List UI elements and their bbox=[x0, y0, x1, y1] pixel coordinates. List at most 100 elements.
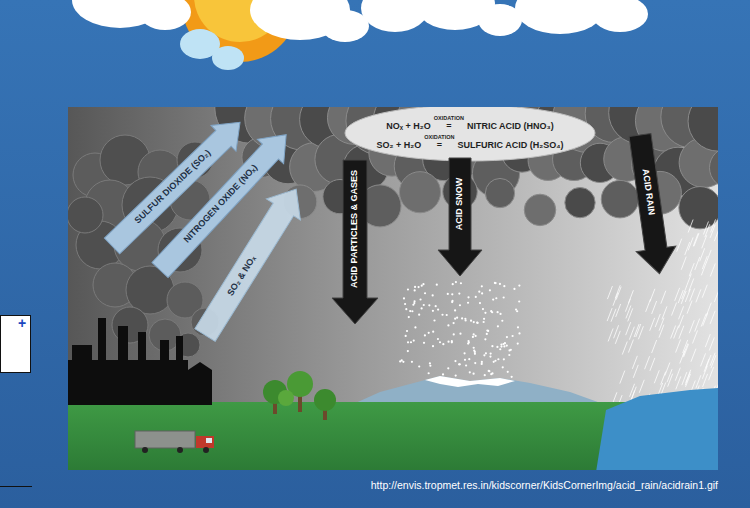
snow-dot bbox=[439, 341, 441, 343]
snow-dot bbox=[467, 340, 469, 342]
rain-streak bbox=[696, 375, 701, 388]
snow-dot bbox=[417, 286, 419, 288]
rain-streak bbox=[671, 326, 676, 339]
side-box bbox=[1, 316, 31, 373]
plus-sign: + bbox=[18, 316, 26, 331]
snow-dot bbox=[407, 341, 409, 343]
rain-streak bbox=[703, 221, 708, 234]
truck bbox=[135, 431, 214, 453]
snow-dot bbox=[405, 335, 407, 337]
rain-streak bbox=[702, 235, 707, 248]
snow-dot bbox=[421, 285, 423, 287]
rain-streak bbox=[706, 250, 711, 263]
gas-label: NITROGEN OXIDE (NOₓ) bbox=[182, 163, 259, 245]
snow-dot bbox=[460, 282, 462, 284]
rain-streak bbox=[629, 327, 634, 340]
equation-text: = bbox=[446, 122, 451, 131]
storm-puff bbox=[565, 187, 595, 217]
snow-dot bbox=[473, 333, 475, 335]
snow-dot bbox=[447, 293, 449, 295]
rain-streak bbox=[710, 263, 715, 276]
snow-dot bbox=[454, 318, 456, 320]
rain-streak bbox=[689, 320, 694, 333]
snow-dot bbox=[483, 321, 485, 323]
snow-dot bbox=[511, 376, 513, 378]
snow-dot bbox=[490, 373, 492, 375]
snow-dot bbox=[481, 361, 483, 363]
snow-dot bbox=[475, 296, 477, 298]
snow-dot bbox=[458, 292, 460, 294]
snow-dot bbox=[497, 311, 499, 313]
snow-dot bbox=[461, 317, 463, 319]
rain-streak bbox=[633, 365, 638, 378]
rain-streak bbox=[695, 257, 700, 270]
snow-dot bbox=[409, 310, 411, 312]
sky-clouds bbox=[72, 0, 648, 70]
snow-dot bbox=[455, 374, 457, 376]
rain-streak bbox=[607, 286, 612, 299]
equation-part: NOₓ + H₂O bbox=[386, 122, 431, 131]
snow-dot bbox=[459, 333, 461, 335]
snow-dot bbox=[495, 282, 497, 284]
rain-streak bbox=[650, 289, 655, 302]
storm-puff bbox=[399, 172, 440, 213]
snow-dot bbox=[492, 299, 494, 301]
snow-dot bbox=[489, 289, 491, 291]
snow-dot bbox=[423, 304, 425, 306]
snow-dot bbox=[518, 300, 520, 302]
rain-streak bbox=[679, 326, 684, 339]
rain-streak bbox=[620, 371, 625, 384]
equation-part: OXIDATION= bbox=[424, 135, 454, 150]
rain-streak bbox=[702, 366, 707, 379]
snow-dot bbox=[406, 330, 408, 332]
equation-text: SO₂ + H₂O bbox=[377, 141, 422, 150]
rain-streak bbox=[704, 359, 709, 372]
snow-dot bbox=[418, 365, 420, 367]
rain-streak bbox=[675, 288, 680, 301]
snow-dot bbox=[414, 289, 416, 291]
snow-dot bbox=[442, 343, 444, 345]
rain-streak bbox=[714, 228, 718, 241]
rain-streak bbox=[628, 308, 633, 321]
deposition-arrows bbox=[332, 132, 679, 324]
snow-dot bbox=[432, 294, 434, 296]
deposition-label: ACID PARTICLES & GASES bbox=[350, 170, 359, 288]
snow-dot bbox=[421, 307, 423, 309]
snow-dot bbox=[414, 326, 416, 328]
snow-dot bbox=[436, 284, 438, 286]
snow-dot bbox=[428, 332, 430, 334]
trees bbox=[263, 371, 336, 420]
rain-streak bbox=[659, 318, 664, 331]
snow-cap bbox=[425, 376, 515, 387]
snow-dot bbox=[447, 324, 449, 326]
rain-streak bbox=[634, 324, 639, 337]
snow-dot bbox=[432, 345, 434, 347]
rain-streak bbox=[696, 289, 701, 302]
rain-streak bbox=[652, 301, 657, 314]
lake bbox=[596, 388, 718, 470]
snow-dot bbox=[468, 358, 470, 360]
rain-streak bbox=[665, 363, 670, 376]
factory bbox=[68, 318, 212, 405]
storm-puff bbox=[688, 107, 718, 151]
snow-dot bbox=[451, 301, 453, 303]
snow-dot bbox=[423, 342, 425, 344]
snow-dot bbox=[481, 292, 483, 294]
equation-cloud bbox=[345, 107, 595, 161]
snow-dot bbox=[454, 309, 456, 311]
snow-dot bbox=[481, 363, 483, 365]
snow-dot bbox=[499, 313, 501, 315]
snow-dot bbox=[467, 342, 469, 344]
snow-dot bbox=[408, 316, 410, 318]
rain-streak bbox=[676, 340, 681, 353]
rain-streak bbox=[701, 262, 706, 275]
rain-streak bbox=[686, 374, 691, 387]
snow-dot bbox=[506, 344, 508, 346]
equation-row: SO₂ + H₂OOXIDATION=SULFURIC ACID (H₂SO₄) bbox=[377, 135, 564, 150]
snow-dot bbox=[494, 282, 496, 284]
storm-puff bbox=[524, 194, 556, 226]
snow-dot bbox=[485, 352, 487, 354]
rain-streak bbox=[714, 289, 718, 302]
